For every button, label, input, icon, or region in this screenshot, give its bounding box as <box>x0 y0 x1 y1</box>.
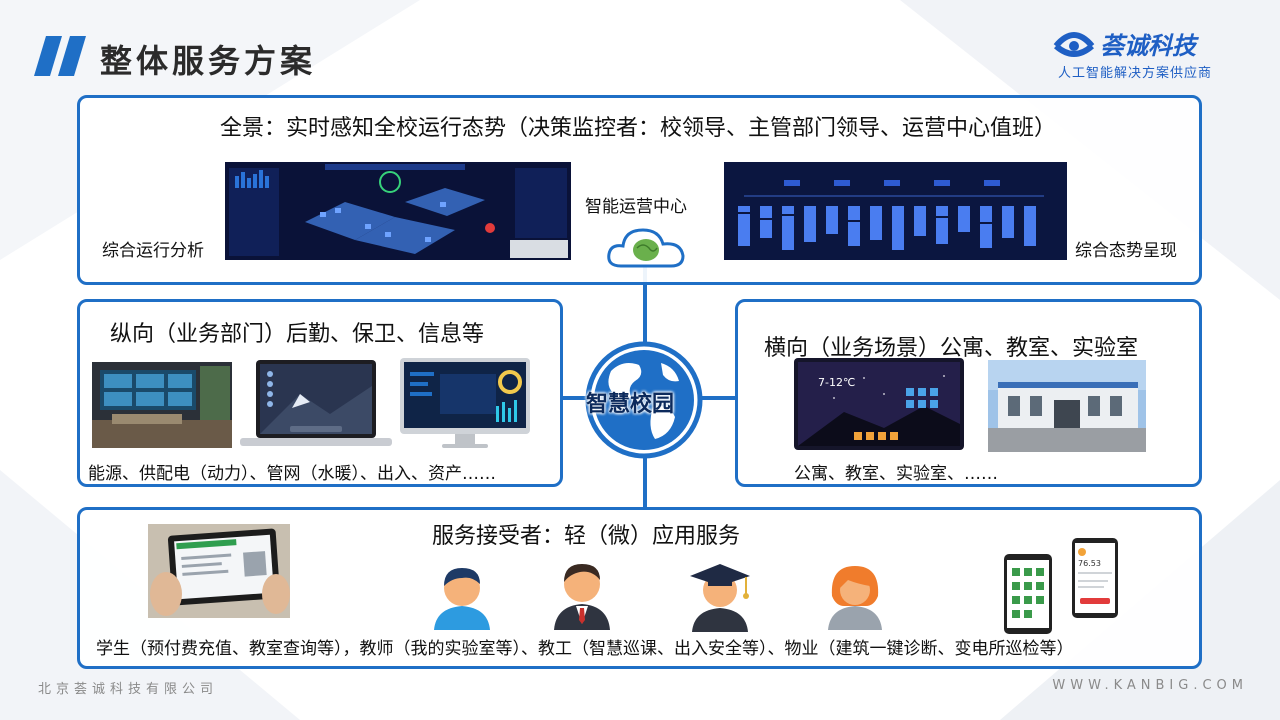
title-stripes-icon <box>34 36 86 76</box>
service-caption: 学生（预付费充值、教室查询等），教师（我的实验室等）、教工（智慧巡课、出入安全等… <box>96 639 1074 659</box>
overview-heading: 全景：实时感知全校运行态势（决策监控者：校领导、主管部门领导、运营中心值班） <box>220 116 1057 141</box>
monitor-image <box>400 358 530 452</box>
phone-balance-screen: 76.53 <box>1072 538 1118 618</box>
logo-name: 荟诚科技 <box>1100 32 1196 60</box>
vertical-heading: 纵向（业务部门）后勤、保卫、信息等 <box>110 322 485 347</box>
logo-mark-icon <box>1053 32 1095 57</box>
tablet-hands-photo <box>148 524 290 618</box>
control-room-photo <box>92 362 232 448</box>
tablet-home-screen: 7-12℃ <box>794 358 964 450</box>
service-heading: 服务接受者：轻（微）应用服务 <box>432 524 741 549</box>
graduate-icon <box>690 564 750 632</box>
globe-icon <box>585 341 703 459</box>
footer-company: 北京荟诚科技有限公司 <box>38 682 219 697</box>
student-icon <box>434 568 490 630</box>
smart-campus-label: 智慧校园 <box>586 392 675 417</box>
logo-slogan: 人工智能解决方案供应商 <box>1058 66 1213 81</box>
company-logo: 荟诚科技 人工智能解决方案供应商 <box>1050 26 1250 82</box>
overview-panel: 全景：实时感知全校运行态势（决策监控者：校领导、主管部门领导、运营中心值班） 综… <box>77 95 1202 285</box>
footer-website: WWW.KANBIG.COM <box>1052 678 1248 693</box>
laptop-image <box>240 360 392 450</box>
tablet-clock: 7-12℃ <box>818 376 856 389</box>
operations-center-label: 智能运营中心 <box>585 197 687 217</box>
teacher-icon <box>554 564 610 630</box>
vertical-caption: 能源、供配电（动力）、管网（水暖）、出入、资产…… <box>88 464 496 484</box>
building-photo <box>988 360 1146 452</box>
situation-dashboard <box>724 162 1067 260</box>
analysis-label: 综合运行分析 <box>102 241 204 261</box>
campus-3d-dashboard <box>225 162 571 260</box>
phone-app-menu <box>1004 554 1052 634</box>
staff-icon <box>828 566 882 630</box>
phone-balance-value: 76.53 <box>1078 559 1101 568</box>
situation-label: 综合态势呈现 <box>1075 241 1177 261</box>
vertical-panel: 纵向（业务部门）后勤、保卫、信息等 <box>77 299 563 487</box>
horizontal-heading: 横向（业务场景）公寓、教室、实验室 <box>764 336 1139 361</box>
horizontal-caption: 公寓、教室、实验室、…… <box>794 464 998 484</box>
page-title: 整体服务方案 <box>100 42 317 80</box>
cloud-brain-icon <box>607 228 685 268</box>
horizontal-panel: 横向（业务场景）公寓、教室、实验室 7-12℃ 公寓、教室、实验室、…… <box>735 299 1202 487</box>
service-panel: 服务接受者：轻（微）应用服务 <box>77 507 1202 669</box>
